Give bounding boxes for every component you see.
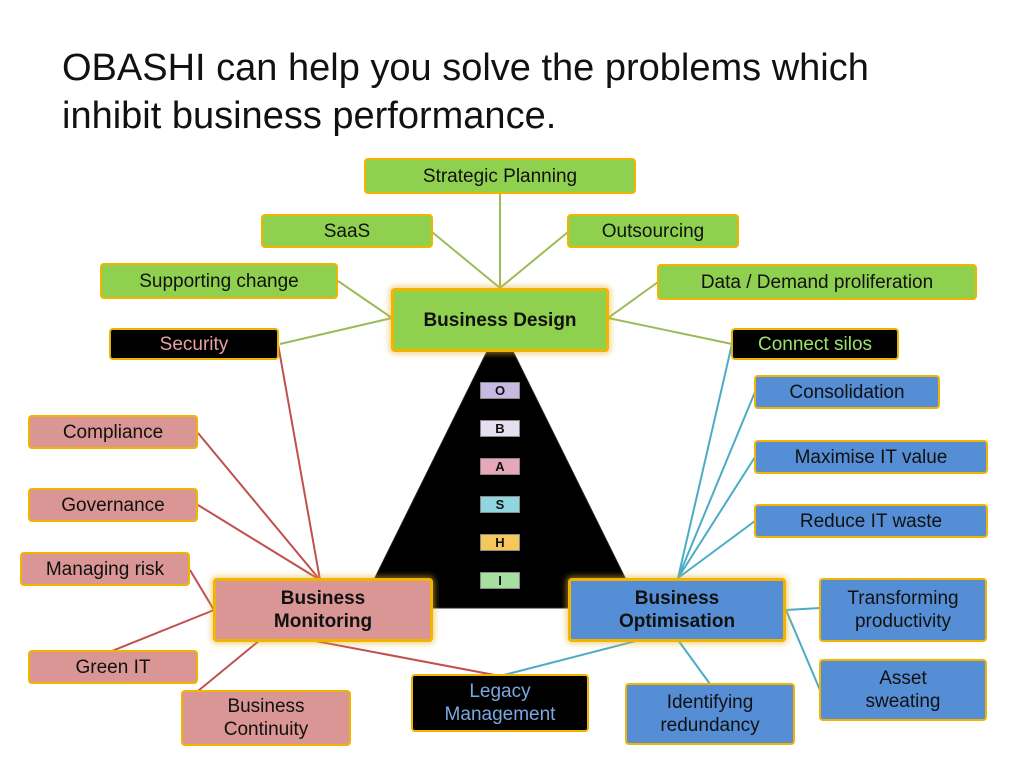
compliance-node: Compliance <box>28 415 198 449</box>
reduce-it-waste-node: Reduce IT waste <box>754 504 988 538</box>
obashi-letter-a: A <box>480 458 520 475</box>
business-monitoring-hub: Business Monitoring <box>213 578 433 642</box>
connect-silos-node: Connect silos <box>731 328 899 360</box>
outsourcing-node: Outsourcing <box>567 214 739 248</box>
obashi-letter-b: B <box>480 420 520 437</box>
legacy-management-node: Legacy Management <box>411 674 589 732</box>
identifying-redundancy-node: Identifying redundancy <box>625 683 795 745</box>
business-continuity-node: Business Continuity <box>181 690 351 746</box>
green-it-node: Green IT <box>28 650 198 684</box>
supporting-change-node: Supporting change <box>100 263 338 299</box>
governance-node: Governance <box>28 488 198 522</box>
slide-title: OBASHI can help you solve the problems w… <box>62 47 869 137</box>
consolidation-node: Consolidation <box>754 375 940 409</box>
maximise-it-value-node: Maximise IT value <box>754 440 988 474</box>
asset-sweating-node: Asset sweating <box>819 659 987 721</box>
managing-risk-node: Managing risk <box>20 552 190 586</box>
business-optimisation-hub: Business Optimisation <box>568 578 786 642</box>
transforming-productivity-node: Transforming productivity <box>819 578 987 642</box>
obashi-letter-o: O <box>480 382 520 399</box>
obashi-letter-i: I <box>480 572 520 589</box>
obashi-letter-h: H <box>480 534 520 551</box>
obashi-letter-s: S <box>480 496 520 513</box>
business-design-hub: Business Design <box>391 288 609 352</box>
security-node: Security <box>109 328 279 360</box>
saas-node: SaaS <box>261 214 433 248</box>
data-demand-node: Data / Demand proliferation <box>657 264 977 300</box>
strategic-planning-node: Strategic Planning <box>364 158 636 194</box>
